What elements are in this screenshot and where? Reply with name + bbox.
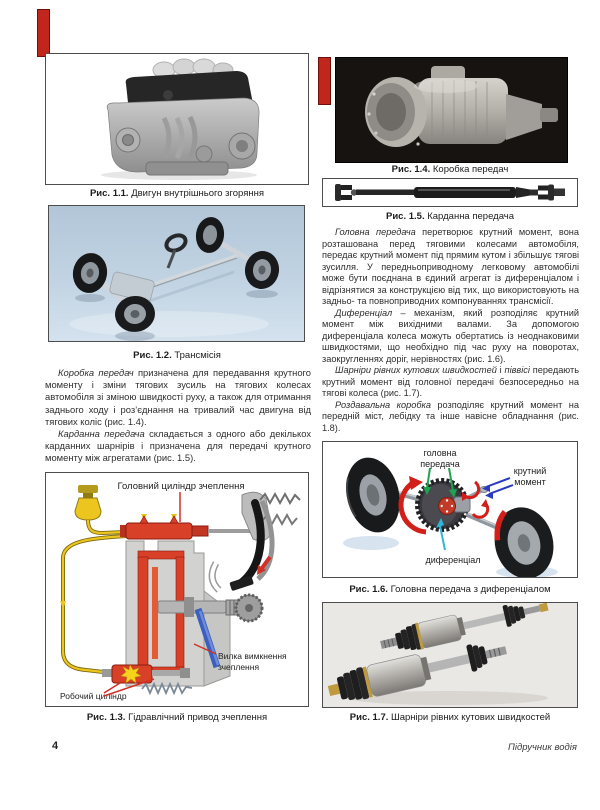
wheel — [195, 217, 225, 253]
paragraph-final-drive: Головна передача перетворює крутний моме… — [322, 227, 579, 306]
torque-label-line1: крутний — [514, 466, 547, 476]
steering-wheel — [164, 233, 188, 269]
red-rotation-mark — [494, 509, 508, 541]
clutch-pedal — [208, 491, 301, 593]
wheel — [72, 253, 108, 293]
paragraph-differential: Диференціал – механізм, який розподіляє … — [322, 307, 579, 364]
left-wheel — [346, 457, 400, 533]
figure-1-6-final-drive: головна передача крутний момент диференц… — [322, 441, 578, 578]
left-column-text: Коробка передач призначена для передаван… — [45, 367, 311, 465]
caption-text: Гідравлічний привод зчеплення — [128, 712, 268, 723]
main-gear-label-line2: передача — [420, 459, 459, 469]
caption-fig-1-2: Рис. 1.2. Трансмісія — [45, 350, 309, 362]
red-section-tab-left — [37, 9, 50, 57]
reflection — [75, 270, 278, 341]
caption-fig-1-6: Рис. 1.6. Головна передача з диференціал… — [322, 584, 578, 596]
torque-arrows — [482, 477, 514, 499]
axle-shaft-front — [327, 644, 507, 701]
cardan-shaft — [335, 184, 565, 201]
caption-fig-1-5: Рис. 1.5. Карданна передача — [322, 211, 578, 223]
driveshaft-illustration — [335, 184, 565, 201]
caption-text: Трансмісія — [174, 350, 221, 361]
main-gear-label-line1: головна — [423, 448, 456, 458]
caption-label: Рис. 1.1. — [89, 188, 129, 199]
wheel — [244, 251, 280, 289]
figure-1-3-clutch-hydraulics: Головний циліндр зчеплення — [45, 472, 309, 707]
differential-label: диференціал — [425, 555, 480, 565]
paragraph-cardan: Карданна передача складається з одного а… — [45, 428, 312, 464]
fork-label-line1: Вилка вимкнення — [218, 651, 287, 661]
term-sharniry: Шарніри рівних кутових швидкостей — [335, 365, 497, 375]
figure-1-2-transmission — [48, 205, 305, 342]
paragraph-cv-joints: Шарніри рівних кутових швидкостей і півв… — [322, 365, 579, 398]
right-column-text: Головна передача перетворює крутний моме… — [322, 227, 579, 434]
term-pivvisi: піввісі — [504, 365, 530, 375]
paragraph-gearbox: Коробка передач призначена для передаван… — [45, 367, 311, 427]
main-gear-arrows — [423, 467, 457, 498]
differential-diagram: головна передача крутний момент диференц… — [343, 448, 558, 577]
caption-label: Рис. 1.2. — [133, 350, 172, 361]
figure-1-5-driveshaft — [322, 178, 578, 207]
slave-cylinder-label: Робочий циліндр — [60, 691, 127, 701]
caption-text: Головна передача з диференціалом — [390, 584, 551, 595]
engine-illustration — [101, 58, 260, 180]
term-kardanna-peredacha: Карданна передача — [58, 428, 145, 440]
caption-label: Рис. 1.5. — [386, 211, 425, 222]
term-dyferentsial: Диференціал — [335, 307, 393, 318]
clutch-shaft — [157, 593, 264, 623]
cv-axles-illustration — [323, 603, 577, 707]
slave-cylinder — [102, 664, 193, 696]
term-holovna-peredacha: Головна передача — [335, 227, 416, 237]
caption-fig-1-4: Рис. 1.4. Коробка передач — [322, 164, 578, 176]
figure-1-4-gearbox — [335, 57, 568, 163]
term-rozdavalna-korobka: Роздавальна коробка — [335, 399, 431, 410]
clutch-diagram: Головний циліндр зчеплення — [60, 481, 301, 701]
red-section-tab-right — [318, 57, 331, 105]
fluid-reservoir — [74, 485, 102, 521]
master-cylinder — [120, 515, 255, 540]
caption-label: Рис. 1.7. — [349, 712, 389, 723]
caption-text: Двигун внутрішнього згоряння — [131, 188, 265, 199]
wheel — [115, 295, 155, 333]
ring-gear-rotation-arrow — [398, 479, 427, 535]
figure-1-1-engine — [45, 53, 309, 185]
right-wheel — [494, 507, 554, 577]
caption-label: Рис. 1.6. — [349, 584, 388, 595]
transmission-illustration — [49, 206, 304, 341]
caption-fig-1-7: Рис. 1.7. Шарніри рівних кутових швидкос… — [322, 712, 578, 724]
master-cylinder-label: Головний циліндр зчеплення — [117, 481, 244, 492]
axle-shaft-rear — [380, 603, 549, 650]
fork-label-line2: зчеплення — [218, 662, 259, 672]
page-number: 4 — [52, 740, 59, 752]
release-fork — [194, 607, 221, 669]
footer-book-title: Підручник водія — [508, 742, 577, 753]
term-korobka-peredach: Коробка передач — [58, 367, 134, 378]
caption-label: Рис. 1.3. — [86, 712, 126, 723]
caption-text: Коробка передач — [432, 164, 509, 175]
paragraph-transfer-case: Роздавальна коробка розподіляє крутний м… — [322, 399, 579, 433]
caption-text: Карданна передача — [427, 211, 514, 222]
caption-fig-1-1: Рис. 1.1. Двигун внутрішнього згоряння — [45, 188, 309, 200]
torque-label-line2: момент — [514, 477, 545, 487]
figure-1-7-cv-axles — [322, 602, 578, 708]
caption-text: Шарніри рівних кутових швидкостей — [391, 712, 551, 723]
hydraulic-pipes — [60, 514, 177, 675]
caption-label: Рис. 1.4. — [391, 164, 431, 175]
gearbox-illustration — [336, 58, 567, 162]
caption-fig-1-3: Рис. 1.3. Гідравлічний привод зчеплення — [45, 712, 309, 724]
